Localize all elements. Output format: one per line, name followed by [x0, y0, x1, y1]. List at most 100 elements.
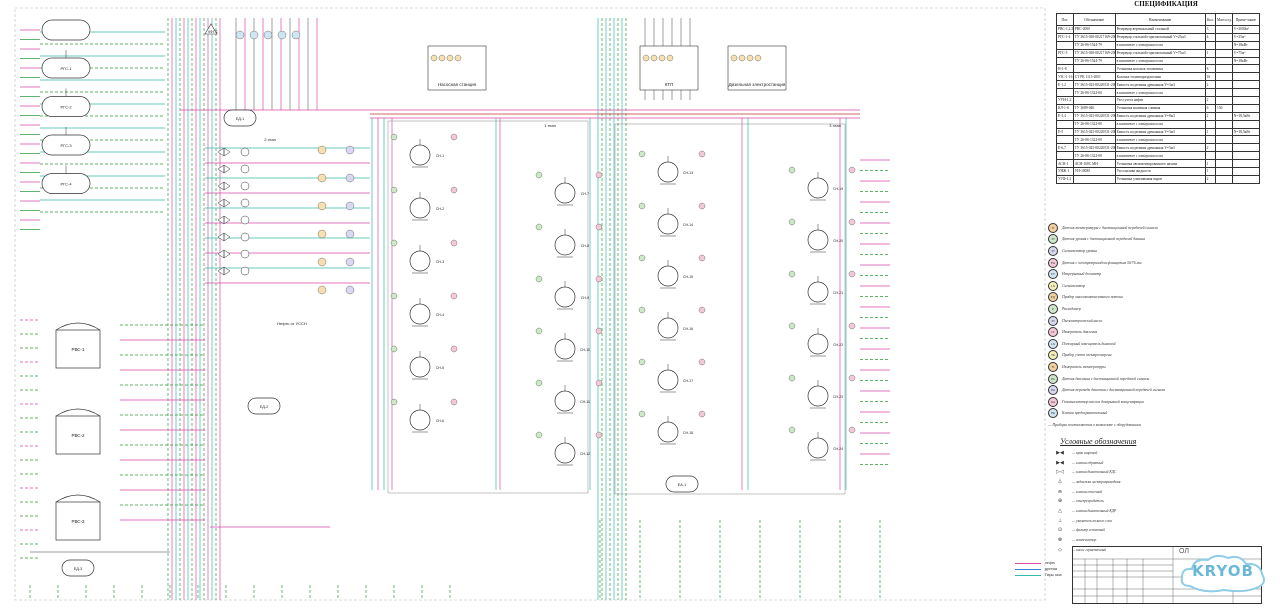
spec-cell: [1056, 119, 1074, 129]
legend-item-text: Газоанализатор насоса довзрывной концент…: [1062, 399, 1144, 404]
spec-cell: 2: [1204, 111, 1217, 121]
condition-item: ⏃— задвижка электроприводная: [1052, 477, 1172, 487]
instrument-icon: [788, 270, 796, 278]
spec-cell: [1204, 151, 1217, 161]
spec-cell: [1231, 135, 1261, 145]
spec-cell: АСН-1: [1056, 159, 1074, 169]
instrument-icon: [746, 54, 754, 62]
line-type-item: Пары газа: [1015, 572, 1062, 578]
instrument-icon: [788, 426, 796, 434]
tank-label: СН-23: [833, 395, 843, 399]
legend-item-text: Сигнализатор уровня: [1062, 248, 1097, 253]
valve-symbol-icon: ◇: [1058, 546, 1062, 553]
tank-label: ЕД-1: [236, 117, 244, 121]
spec-cell: [1072, 64, 1116, 74]
condition-item: ⍾— клапан отсечной: [1052, 487, 1172, 497]
line-type-label: Пары газа: [1045, 573, 1062, 577]
instrument-icon: [263, 30, 273, 40]
drain-tank: [61, 559, 95, 577]
spec-cell: [1215, 96, 1233, 105]
legend-item-text: Датчик уровня с дистанционной передачей …: [1062, 237, 1146, 242]
vertical-tank: [55, 329, 101, 369]
spec-cell: Емкость подземная дренажная V=5м3: [1114, 143, 1206, 153]
instrument-badge-icon: PA: [1048, 385, 1058, 396]
instrument-icon: [454, 54, 462, 62]
tank-label: СН-6: [436, 419, 444, 423]
spec-cell: [1215, 119, 1233, 129]
spec-cell: [1056, 56, 1074, 66]
instrument-icon: [390, 292, 398, 300]
instrument-icon: [638, 202, 646, 210]
instrument-icon: [698, 254, 706, 262]
spec-cell: [1215, 32, 1233, 42]
spec-cell: Емкость подземная дренажная V=3м3: [1114, 127, 1206, 137]
instrument-icon: [638, 150, 646, 158]
spec-cell: 3: [1204, 25, 1217, 34]
tank-label: СН-13: [683, 171, 693, 175]
valve-symbol-icon: △: [1058, 507, 1062, 514]
drain-tanks: ЕД-1ЕД-2ЕД-3ЕА-1: [61, 109, 699, 577]
instrument-icon: [535, 171, 543, 179]
loading-tank: [807, 281, 829, 303]
instrument-icon: [345, 173, 355, 183]
condition-item-text: — кран шаровой: [1072, 450, 1098, 455]
tank-label: ЕД-2: [260, 405, 268, 409]
tank-label: СН-12: [580, 452, 590, 456]
instrument-icon: [535, 223, 543, 231]
instrument-icon: [788, 322, 796, 330]
spec-cell: КЛ-1-6: [1056, 103, 1074, 113]
loading-tank: [554, 234, 576, 256]
spec-cell: Н-1-8: [1056, 64, 1074, 74]
legend-item-text: Измеритель температуры: [1062, 364, 1106, 369]
spec-cell: 1: [1204, 48, 1217, 58]
spec-cell: в комплекте с электронасосом: [1114, 88, 1206, 98]
valve-symbol-icon: ⊕: [1057, 498, 1063, 505]
instrument-icon: [438, 54, 446, 62]
spec-cell: [1204, 88, 1217, 98]
instrument-icon: [638, 306, 646, 314]
condition-item-text: — насос герметичный: [1072, 547, 1107, 552]
spec-cell: 4: [1204, 32, 1217, 42]
spec-cell: в комплекте с электронасосом: [1114, 151, 1206, 161]
instrument-badge-icon: TI: [1048, 222, 1058, 233]
loading-tank: [409, 356, 431, 378]
horizontal-tank: [41, 19, 91, 41]
stage-1-label: 1 этап: [544, 123, 555, 128]
spec-cell: [1215, 143, 1233, 153]
oil-source-label: Нефть от УССН: [277, 321, 307, 326]
instrument-icon: [666, 54, 674, 62]
spec-cell: [1215, 64, 1233, 74]
spec-cell: [1215, 80, 1233, 90]
stage-1-zone: [387, 120, 589, 494]
instrument-badge-icon: TE: [1048, 350, 1058, 361]
legend-item-text: Датчик перепада давления с дистанционной…: [1062, 388, 1166, 393]
spec-cell: ТУ 3615-030-00217169-2002: [1072, 32, 1116, 42]
legend-item-text: Пожарный извещатель дымовой: [1062, 341, 1116, 346]
instrument-icon: [317, 145, 327, 155]
instrument-icon: [754, 54, 762, 62]
spec-cell: [1231, 151, 1261, 161]
instrument-icon: [650, 54, 658, 62]
pump-icon: [240, 266, 250, 276]
instrument-badge-icon: FT: [1048, 269, 1058, 280]
drain-tank: [665, 475, 699, 493]
conditions-title: Условные обозначения: [1060, 437, 1137, 446]
condition-item: ▷◁— клапан дыхательный КДС: [1052, 467, 1172, 477]
spec-cell: Е-5: [1056, 127, 1074, 137]
instrument-icon: [658, 54, 666, 62]
spec-cell: [1215, 135, 1233, 145]
instrument-icon: [249, 30, 259, 40]
spec-cell: 2: [1204, 80, 1217, 90]
legend-item-text: Расходомер: [1062, 306, 1081, 311]
